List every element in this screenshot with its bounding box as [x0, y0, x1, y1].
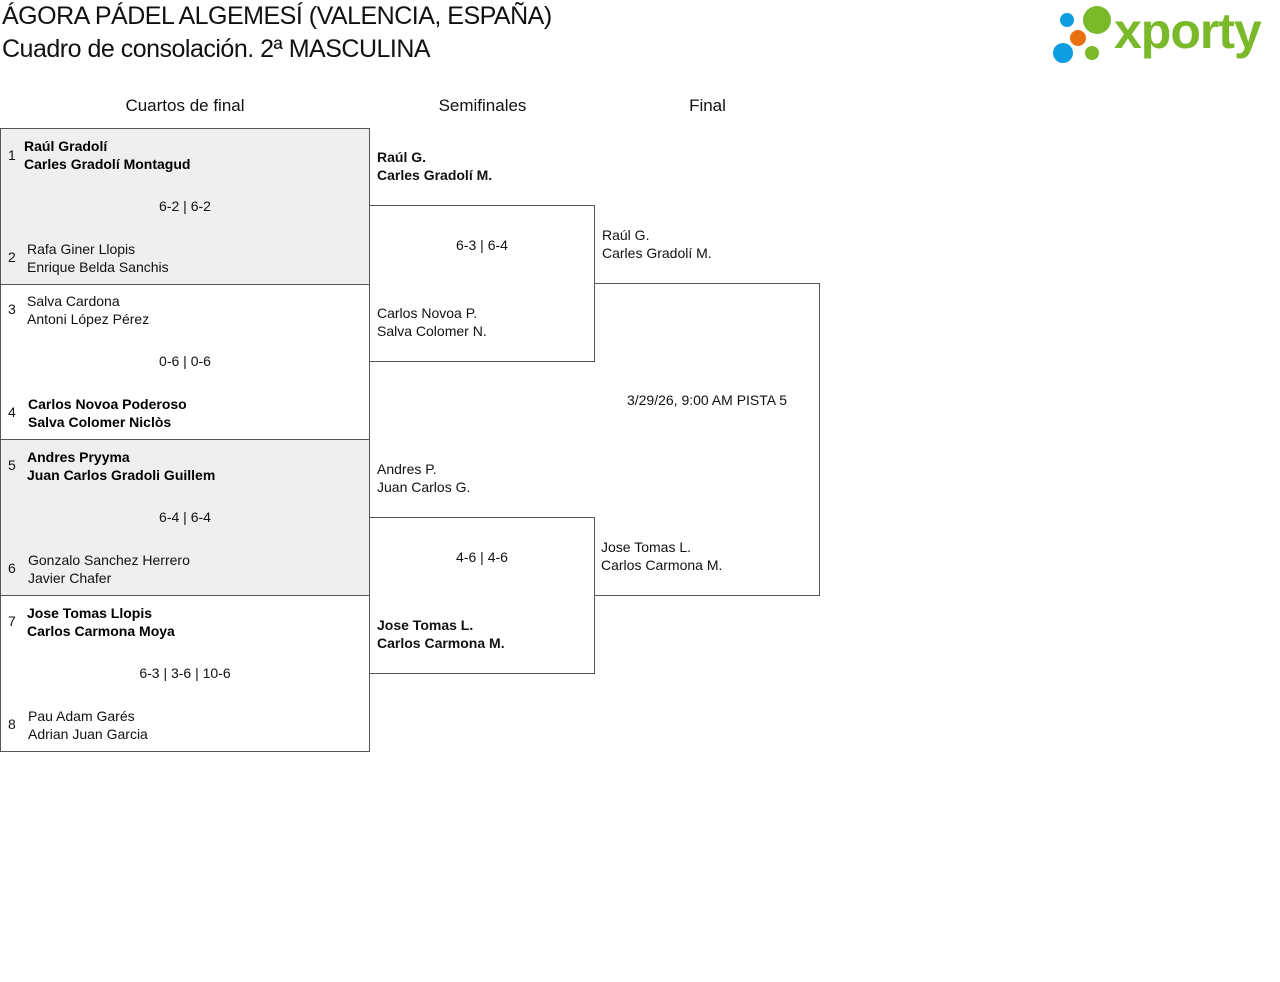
match-score: 6-4 | 6-4 [159, 509, 211, 525]
final-match[interactable]: 3/29/26, 9:00 AM PISTA 5 Jose Tomas L. Ca… [595, 283, 820, 596]
player: Carles Gradolí M. [602, 245, 712, 261]
sf2-team-loser[interactable]: Andres P. Juan Carlos G. [377, 460, 470, 496]
player: Rafa Giner Llopis [27, 241, 136, 257]
player: Carlos Carmona M. [377, 635, 505, 651]
player: Jose Tomas L. [377, 617, 474, 633]
player: Carles Gradolí M. [377, 167, 493, 183]
player: Andres P. [377, 461, 437, 477]
player: Jose Tomas L. [601, 539, 692, 555]
seed: 6 [8, 560, 16, 576]
player: Salva Colomer Niclòs [28, 414, 172, 430]
player: Salva Colomer N. [377, 323, 487, 339]
tournament-title: ÁGORA PÁDEL ALGEMESÍ (VALENCIA, ESPAÑA) [2, 2, 552, 30]
xporty-logo[interactable]: xporty [1050, 3, 1276, 66]
match-score: 6-3 | 3-6 | 10-6 [139, 665, 231, 681]
seed: 1 [8, 147, 16, 163]
match-schedule: 3/29/26, 9:00 AM PISTA 5 [626, 392, 788, 408]
seed: 2 [8, 249, 16, 265]
sf2-team-winner[interactable]: Jose Tomas L. Carlos Carmona M. [377, 616, 505, 652]
player: Adrian Juan Garcia [28, 726, 148, 742]
round-header-final: Final [689, 96, 726, 115]
sf1-team-winner[interactable]: Raúl G. Carles Gradolí M. [377, 148, 492, 184]
match-score: 4-6 | 4-6 [456, 549, 508, 565]
player: Javier Chafer [28, 570, 112, 586]
player: Carles Gradolí Montagud [24, 156, 191, 172]
player: Carlos Carmona Moya [27, 623, 175, 639]
player: Andres Pryyma [27, 449, 130, 465]
match-score: 6-3 | 6-4 [456, 237, 508, 253]
sf1-team-loser[interactable]: Carlos Novoa P. Salva Colomer N. [377, 304, 487, 340]
player: Pau Adam Garés [28, 708, 135, 724]
sf-match-1[interactable]: 6-3 | 6-4 Carlos Novoa P. Salva Colomer N… [370, 205, 595, 362]
final-team-1[interactable]: Raúl G. Carles Gradolí M. [602, 226, 712, 262]
round-header-semifinals: Semifinales [438, 96, 527, 115]
logo-dots-icon [1053, 6, 1111, 63]
player: Raúl G. [377, 149, 427, 165]
player: Antoni López Pérez [27, 311, 150, 327]
round-header-quarterfinals: Cuartos de final [125, 96, 245, 115]
player: Raúl Gradolí [24, 138, 108, 154]
player: Carlos Novoa P. [377, 305, 478, 321]
final-team-2[interactable]: Jose Tomas L. Carlos Carmona M. [601, 538, 722, 574]
seed: 4 [8, 404, 16, 420]
player: Juan Carlos Gradoli Guillem [27, 467, 216, 483]
player: Juan Carlos G. [377, 479, 471, 495]
sf-match-2[interactable]: 4-6 | 4-6 Jose Tomas L. Carlos Carmona M. [370, 517, 595, 674]
draw-subtitle: Cuadro de consolación. 2ª MASCULINA [2, 35, 431, 63]
match-score: 6-2 | 6-2 [159, 198, 211, 214]
player: Carlos Novoa Poderoso [28, 396, 187, 412]
player: Jose Tomas Llopis [27, 605, 152, 621]
player: Carlos Carmona M. [601, 557, 723, 573]
logo-text: xporty [1114, 3, 1262, 59]
player: Enrique Belda Sanchis [27, 259, 169, 275]
match-score: 0-6 | 0-6 [159, 353, 211, 369]
player: Raúl G. [602, 227, 650, 243]
player: Gonzalo Sanchez Herrero [28, 552, 190, 568]
seed: 7 [8, 613, 16, 629]
seed: 3 [8, 301, 16, 317]
player: Salva Cardona [27, 293, 120, 309]
seed: 8 [8, 716, 16, 732]
seed: 5 [8, 457, 16, 473]
